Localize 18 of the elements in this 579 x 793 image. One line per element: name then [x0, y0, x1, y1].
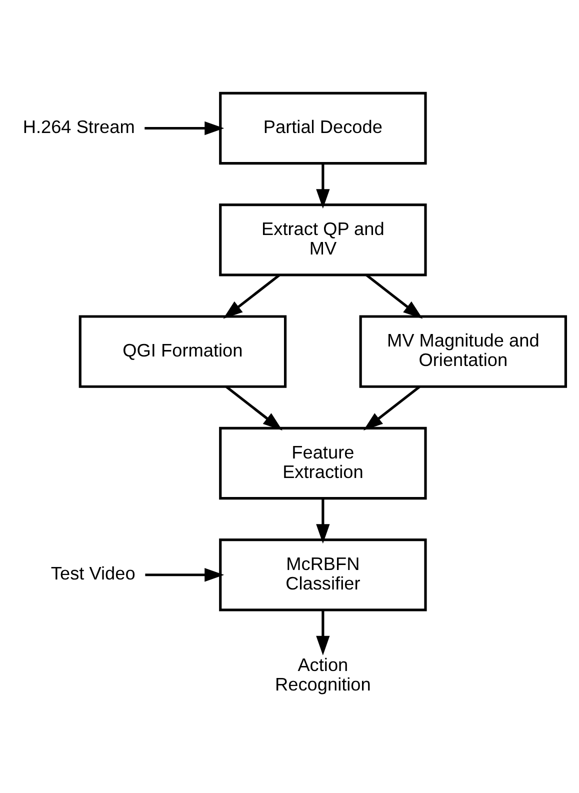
arrow — [145, 568, 224, 582]
arrow — [144, 120, 224, 135]
node-box: QGI Formation — [78, 314, 287, 388]
node-box: McRBFN Classifier — [219, 538, 427, 611]
arrow — [223, 274, 280, 318]
node-box: Partial Decode — [219, 91, 427, 164]
arrow — [316, 162, 330, 208]
node-box: Extract QP and MV — [219, 203, 427, 276]
node-box: Feature Extraction — [219, 426, 427, 500]
node-text: Test Video — [50, 563, 136, 584]
node-text: Action Recognition — [274, 654, 371, 694]
node-text: H.264 Stream — [22, 116, 135, 137]
arrow — [363, 385, 420, 430]
arrow — [366, 274, 423, 318]
arrow — [316, 610, 330, 655]
arrow — [226, 385, 282, 430]
arrow — [316, 498, 330, 544]
node-box: MV Magnitude and Orientation — [359, 314, 568, 388]
